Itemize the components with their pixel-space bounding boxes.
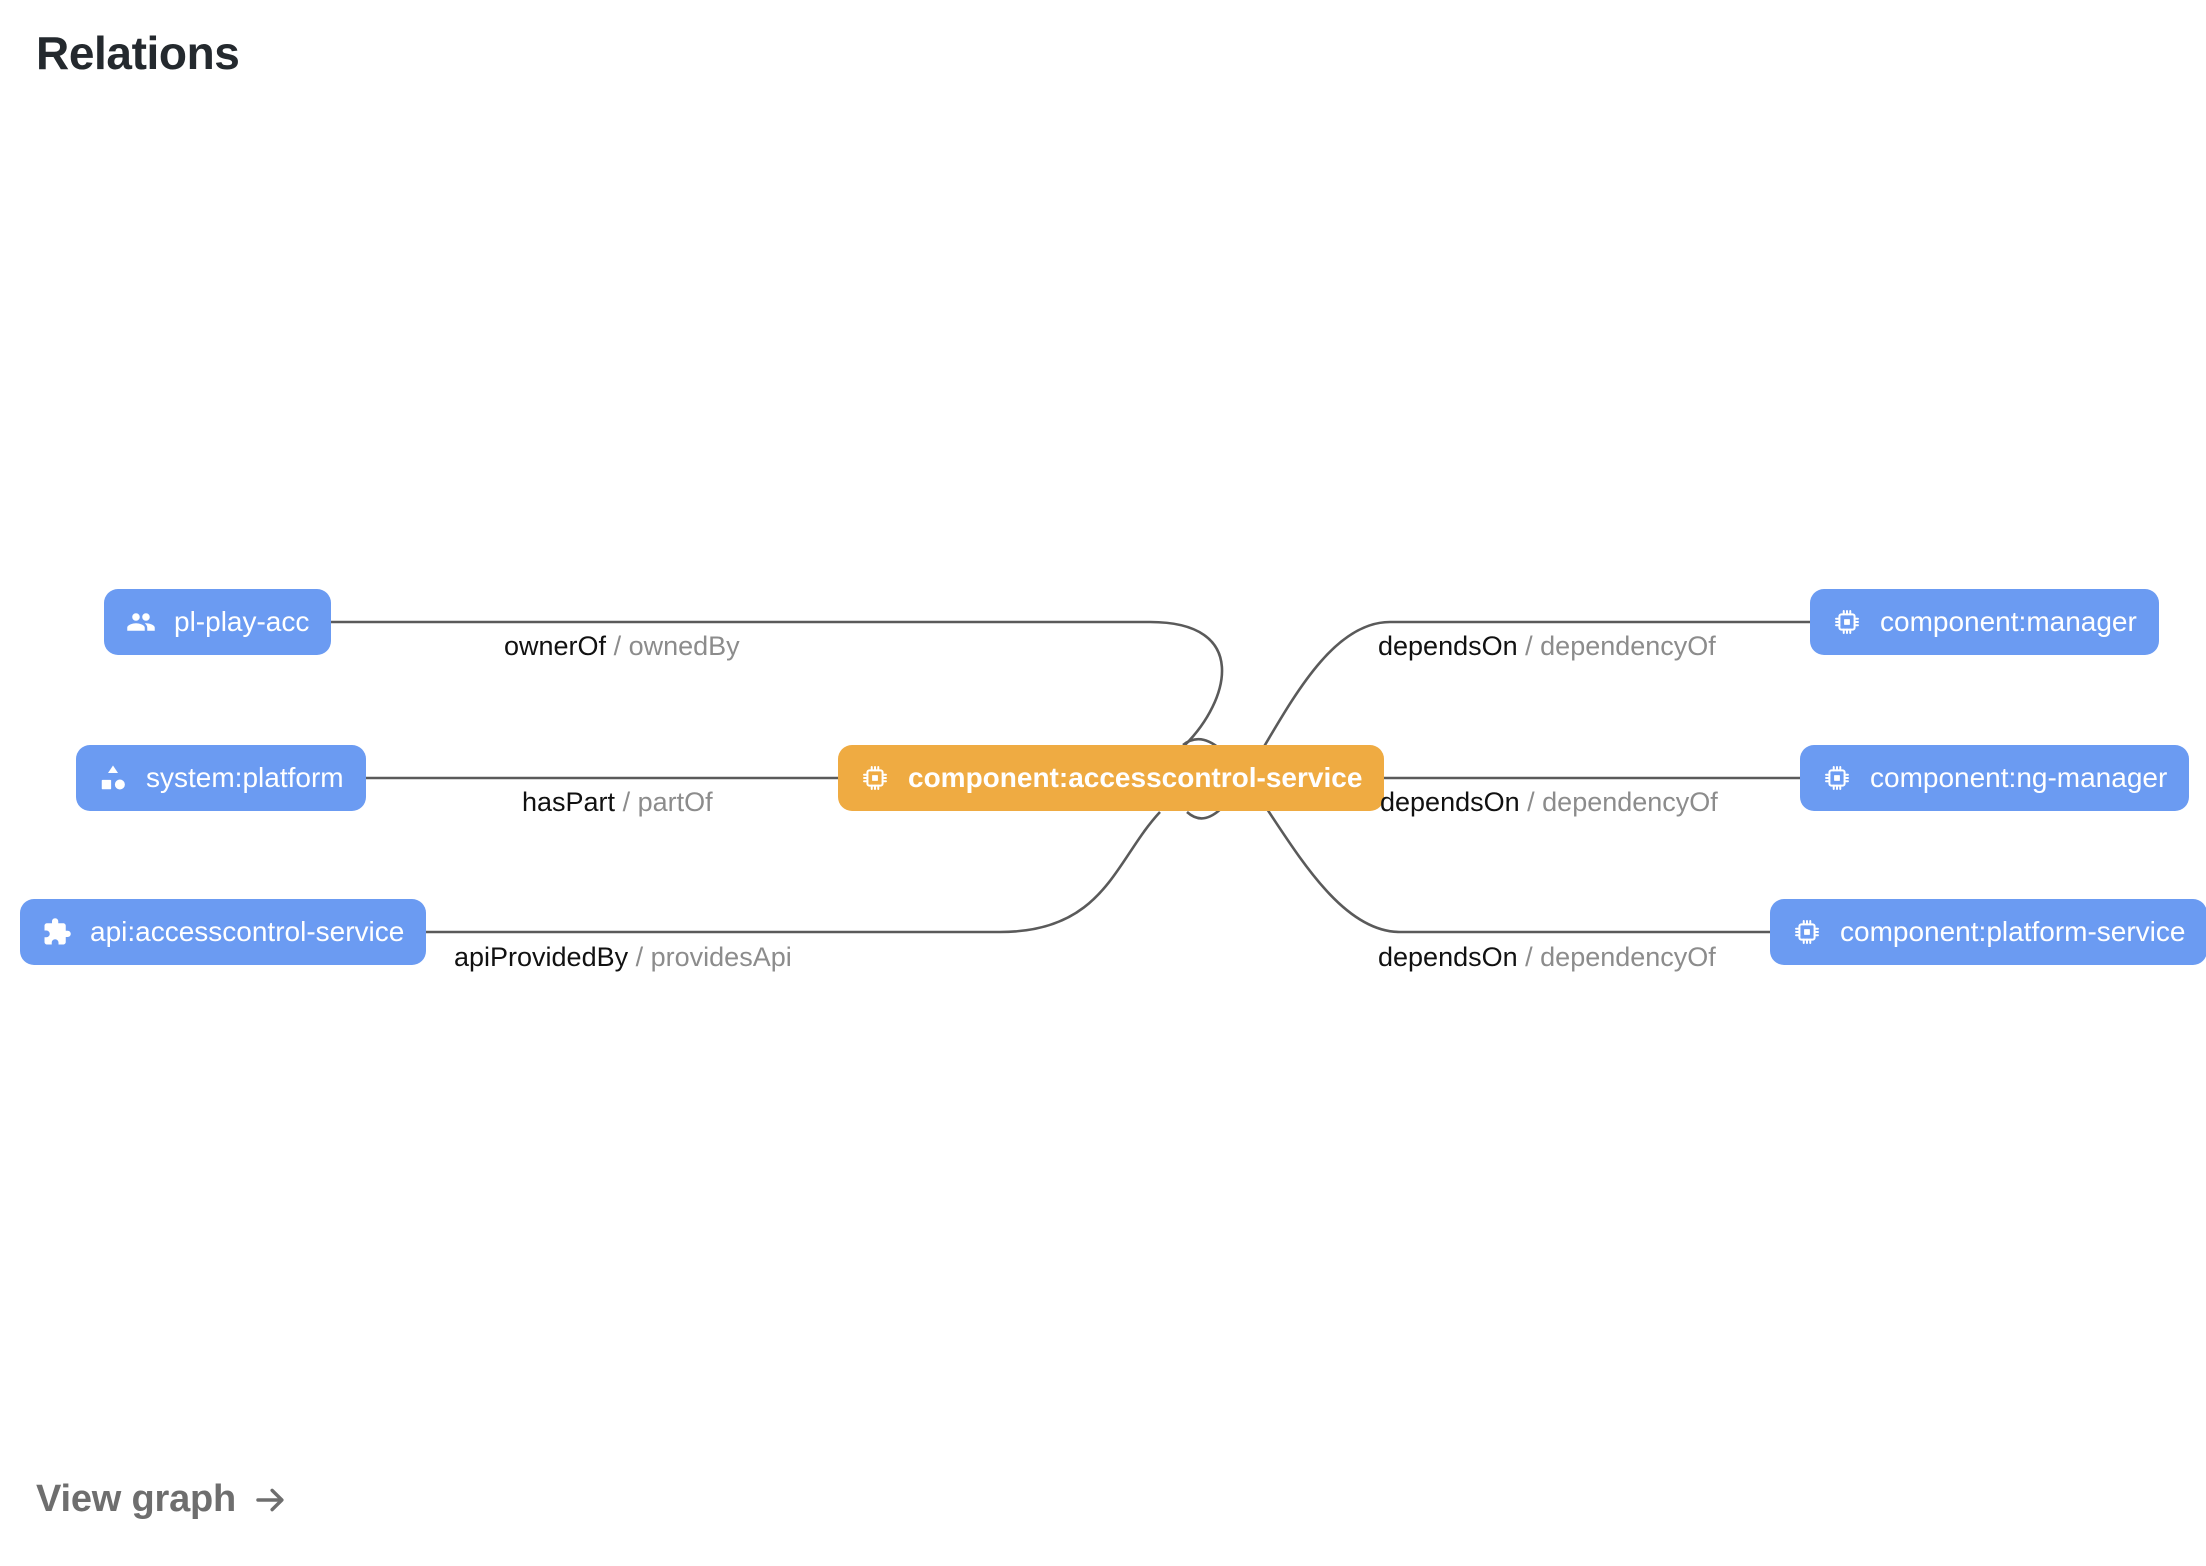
edge-label-separator: / [622,787,638,817]
edge-label-forward: dependsOn [1378,631,1518,661]
node-component-accesscontrol-service[interactable]: component:accesscontrol-service [838,745,1385,811]
edge-label-forward: ownerOf [504,631,607,661]
edge-label-reverse: ownedBy [628,631,740,661]
node-system-platform[interactable]: system:platform [76,745,366,811]
edge-path-ownerOf [328,620,1224,746]
edge-label-separator: / [635,942,651,972]
edge-label-reverse: dependencyOf [1542,787,1718,817]
node-label: component:ng-manager [1870,762,2168,793]
view-graph-link[interactable]: View graph [36,1478,290,1521]
cpu-chip-icon [1792,917,1822,947]
group-people-icon [126,607,156,637]
puzzle-piece-icon [42,917,72,947]
arrow-right-icon [250,1483,290,1517]
edge-label-ownerOf: ownerOf / ownedBy [504,633,740,660]
node-api-accesscontrol-service[interactable]: api:accesscontrol-service [20,899,427,965]
edge-label-dependsOn-platform-service: dependsOn / dependencyOf [1378,944,1716,971]
node-component-ng-manager[interactable]: component:ng-manager [1800,745,2190,811]
view-graph-label: View graph [36,1478,237,1520]
edge-label-forward: hasPart [522,787,616,817]
node-label: component:platform-service [1840,916,2186,947]
edge-label-separator: / [1525,942,1541,972]
edge-label-separator: / [1525,631,1541,661]
node-label: pl-play-acc [174,606,310,637]
node-label: component:accesscontrol-service [908,762,1363,793]
edge-label-reverse: dependencyOf [1540,942,1716,972]
node-pl-play-acc[interactable]: pl-play-acc [104,589,332,655]
edge-label-reverse: partOf [637,787,713,817]
edge-label-apiProvidedBy: apiProvidedBy / providesApi [454,944,792,971]
node-label: system:platform [146,762,344,793]
cpu-chip-icon [1822,763,1852,793]
edge-label-reverse: dependencyOf [1540,631,1716,661]
edge-label-separator: / [1527,787,1543,817]
cpu-chip-icon [860,763,890,793]
edge-label-reverse: providesApi [650,942,792,972]
page-title: Relations [36,27,240,79]
edge-label-hasPart: hasPart / partOf [522,789,713,816]
node-component-platform-service[interactable]: component:platform-service [1770,899,2206,965]
edge-label-forward: dependsOn [1378,942,1518,972]
edge-label-dependsOn-ng-manager: dependsOn / dependencyOf [1380,789,1718,816]
edge-label-forward: apiProvidedBy [454,942,629,972]
edge-label-forward: dependsOn [1380,787,1520,817]
edge-label-separator: / [613,631,629,661]
edge-label-dependsOn-manager: dependsOn / dependencyOf [1378,633,1716,660]
edge-path-apiProvidedBy [400,811,1161,934]
node-component-manager[interactable]: component:manager [1810,589,2159,655]
node-label: api:accesscontrol-service [90,916,405,947]
category-shapes-icon [98,763,128,793]
cpu-chip-icon [1832,607,1862,637]
node-label: component:manager [1880,606,2137,637]
